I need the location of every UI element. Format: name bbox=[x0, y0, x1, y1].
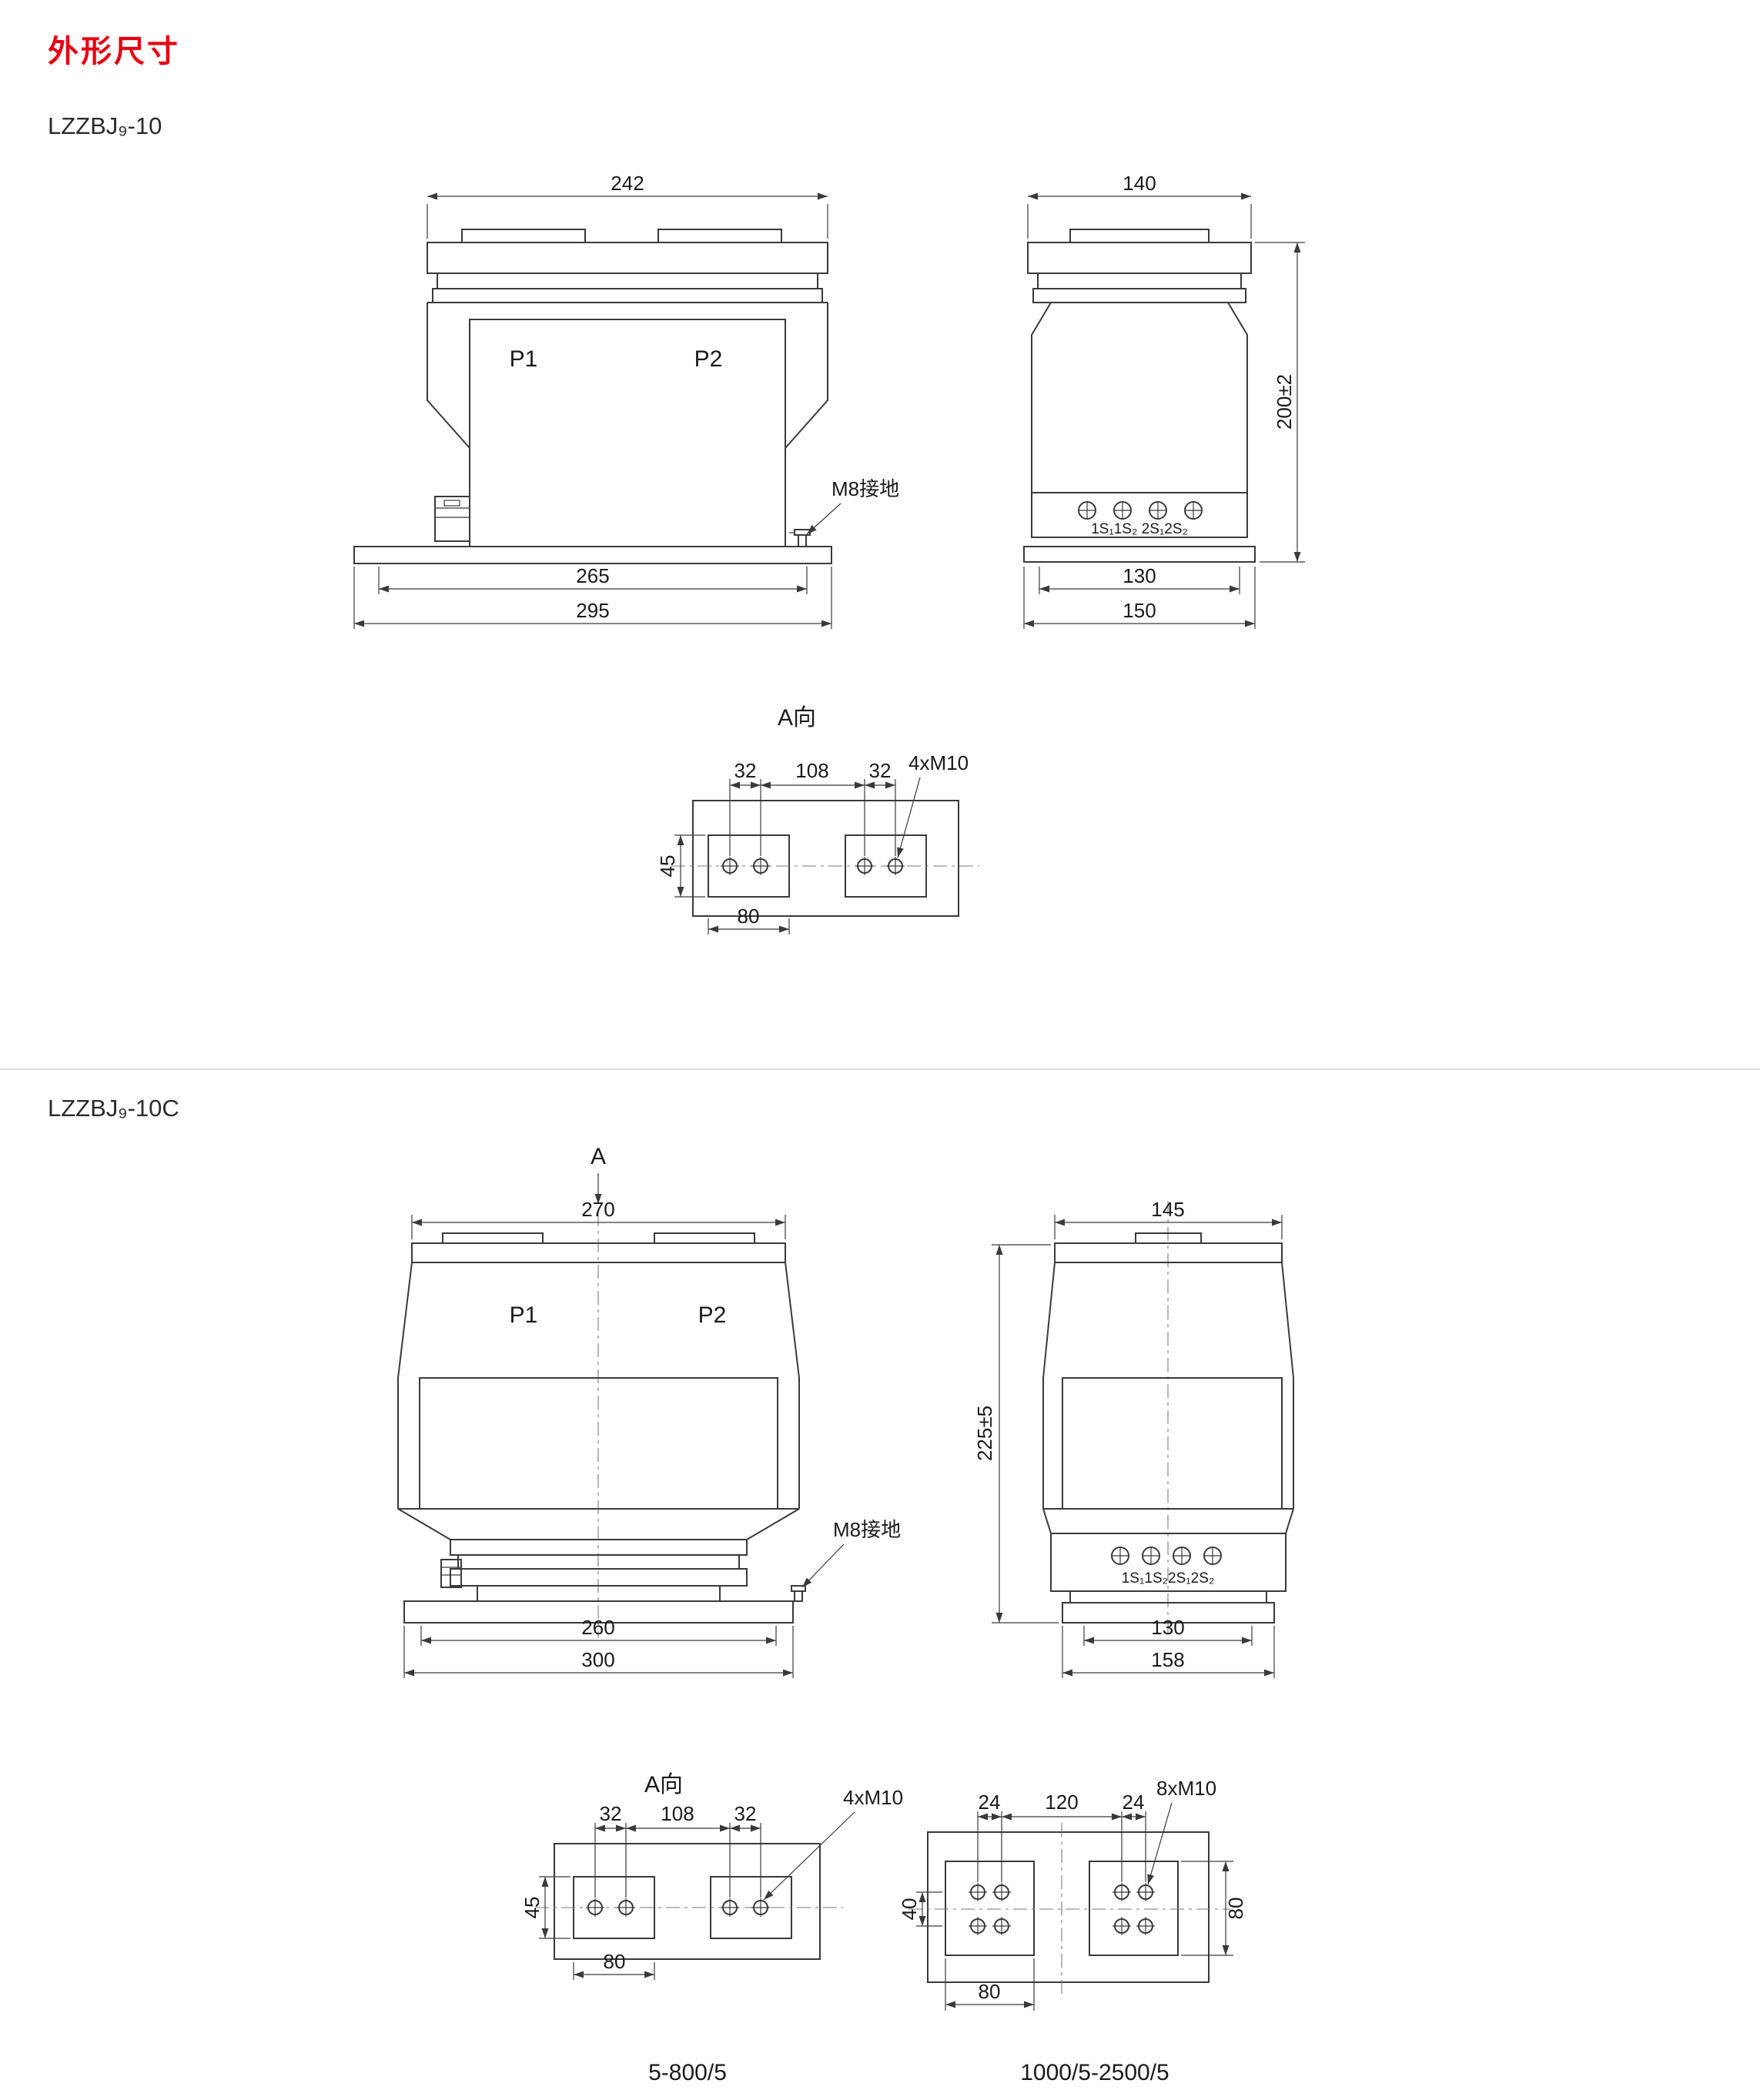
dim-pat2a-mid: 108 bbox=[661, 1802, 694, 1825]
side-view-2: 145 1S₁1S₂2S₁2S₂ 225±5 bbox=[973, 1198, 1294, 1678]
hole-pattern-2b: 24 120 24 8xM10 40 80 80 1000/5-2500/5 bbox=[898, 1777, 1247, 2085]
section-divider bbox=[0, 1068, 1760, 1070]
hole-pattern-1: 32 108 32 4xM10 45 80 bbox=[656, 751, 979, 935]
terminals-1 bbox=[1078, 501, 1203, 520]
ground-label-1: M8接地 bbox=[831, 477, 899, 500]
p1-label-1: P1 bbox=[510, 346, 538, 372]
dim-front2-inner: 260 bbox=[581, 1616, 614, 1639]
dim-pat2b-bottom: 80 bbox=[979, 1980, 1001, 2003]
terminal-labels-2: 1S₁1S₂2S₁2S₂ bbox=[1122, 1570, 1215, 1587]
base-plate-side-2 bbox=[1062, 1602, 1275, 1623]
drawing-lzzbj9-10-views: 242 P1 P2 M8接地 bbox=[353, 172, 1305, 629]
dim-side1-inner: 130 bbox=[1123, 564, 1156, 587]
base-plate-1 bbox=[353, 546, 832, 564]
caption-pattern-2a: 5-800/5 bbox=[648, 2060, 727, 2085]
dim-pat2b-mid: 120 bbox=[1045, 1791, 1078, 1814]
dim-side1-outer: 150 bbox=[1123, 599, 1156, 622]
dim-pat2b-vert-right: 80 bbox=[1224, 1898, 1247, 1920]
p2-label-1: P2 bbox=[694, 346, 723, 372]
bolt-label-2a: 4xM10 bbox=[843, 1786, 903, 1809]
dim-side2-top: 145 bbox=[1151, 1198, 1184, 1221]
dim-pat1-mid: 108 bbox=[795, 759, 828, 782]
dim-pat1-bottom: 80 bbox=[738, 905, 760, 928]
caption-pattern-2b: 1000/5-2500/5 bbox=[1020, 2060, 1169, 2085]
side-view-1: 140 1S₁1S₂ 2S₁2S₂ 200±2 bbox=[1023, 172, 1305, 629]
dim-side2-outer: 158 bbox=[1151, 1648, 1184, 1671]
dim-pat1-right: 32 bbox=[869, 759, 892, 782]
front-view-1: 242 P1 P2 M8接地 bbox=[353, 172, 899, 629]
dim-pat2a-vert: 45 bbox=[520, 1897, 544, 1919]
dim-pat2b-left: 24 bbox=[979, 1791, 1001, 1814]
hole-pattern-2a: 32 108 32 4xM10 45 80 5-800/5 bbox=[520, 1786, 903, 2085]
dim-pat1-vert: 45 bbox=[656, 855, 679, 878]
dim-front2-outer: 300 bbox=[581, 1648, 614, 1671]
base-plate-2 bbox=[403, 1600, 794, 1623]
clamp-bracket-1 bbox=[434, 496, 470, 542]
dim-front2-top: 270 bbox=[581, 1198, 614, 1221]
drawing-lzzbj9-10c-views: A 270 P1 P2 bbox=[397, 1144, 1294, 1678]
drawing-lzzbj9-10-view-a: A向 32 108 32 4xM10 45 bbox=[656, 705, 979, 935]
dim-side1-height: 200±2 bbox=[1273, 374, 1296, 430]
view-a-arrow-label: A bbox=[591, 1144, 606, 1169]
front-view-2: A 270 P1 P2 bbox=[397, 1144, 901, 1678]
dim-pat2a-right: 32 bbox=[734, 1802, 757, 1825]
dim-pat2a-bottom: 80 bbox=[604, 1950, 626, 1973]
dim-front1-top: 242 bbox=[611, 172, 644, 195]
terminal-box-2 bbox=[1050, 1533, 1287, 1592]
dim-front1-inner: 265 bbox=[576, 564, 609, 587]
dim-pat1-left: 32 bbox=[734, 759, 757, 782]
dim-pat2b-vert-left: 40 bbox=[898, 1898, 921, 1921]
model-label-lzzbj9-10c: LZZBJ₉-10C bbox=[48, 1095, 179, 1122]
view-a-label-1: A向 bbox=[778, 705, 816, 731]
p1-label-2: P1 bbox=[510, 1302, 538, 1328]
terminals-2 bbox=[1111, 1547, 1222, 1565]
dim-pat2a-left: 32 bbox=[600, 1802, 622, 1825]
ground-screw-2 bbox=[791, 1585, 806, 1602]
dim-pat2b-right: 24 bbox=[1123, 1791, 1145, 1814]
clamp-bracket-2 bbox=[440, 1559, 462, 1588]
drawing-lzzbj9-10c-view-a: A向 32 108 32 4xM10 45 bbox=[520, 1772, 1247, 2085]
dim-side1-top: 140 bbox=[1123, 172, 1156, 195]
terminal-box-1 bbox=[1031, 492, 1248, 538]
base-plate-side-1 bbox=[1023, 546, 1256, 563]
view-a-label-2: A向 bbox=[644, 1772, 683, 1797]
p2-label-2: P2 bbox=[698, 1302, 727, 1328]
dim-front1-outer: 295 bbox=[576, 599, 609, 622]
ground-label-2: M8接地 bbox=[833, 1518, 901, 1541]
terminal-labels-1: 1S₁1S₂ 2S₁2S₂ bbox=[1091, 521, 1188, 537]
dim-side2-inner: 130 bbox=[1151, 1616, 1184, 1639]
page-title: 外形尺寸 bbox=[48, 35, 180, 69]
model-label-lzzbj9-10: LZZBJ₉-10 bbox=[48, 112, 162, 139]
bolt-label-2b: 8xM10 bbox=[1156, 1777, 1216, 1800]
bolt-label-1: 4xM10 bbox=[908, 751, 969, 774]
ground-screw-1 bbox=[789, 529, 811, 547]
dim-side2-height: 225±5 bbox=[973, 1406, 996, 1461]
